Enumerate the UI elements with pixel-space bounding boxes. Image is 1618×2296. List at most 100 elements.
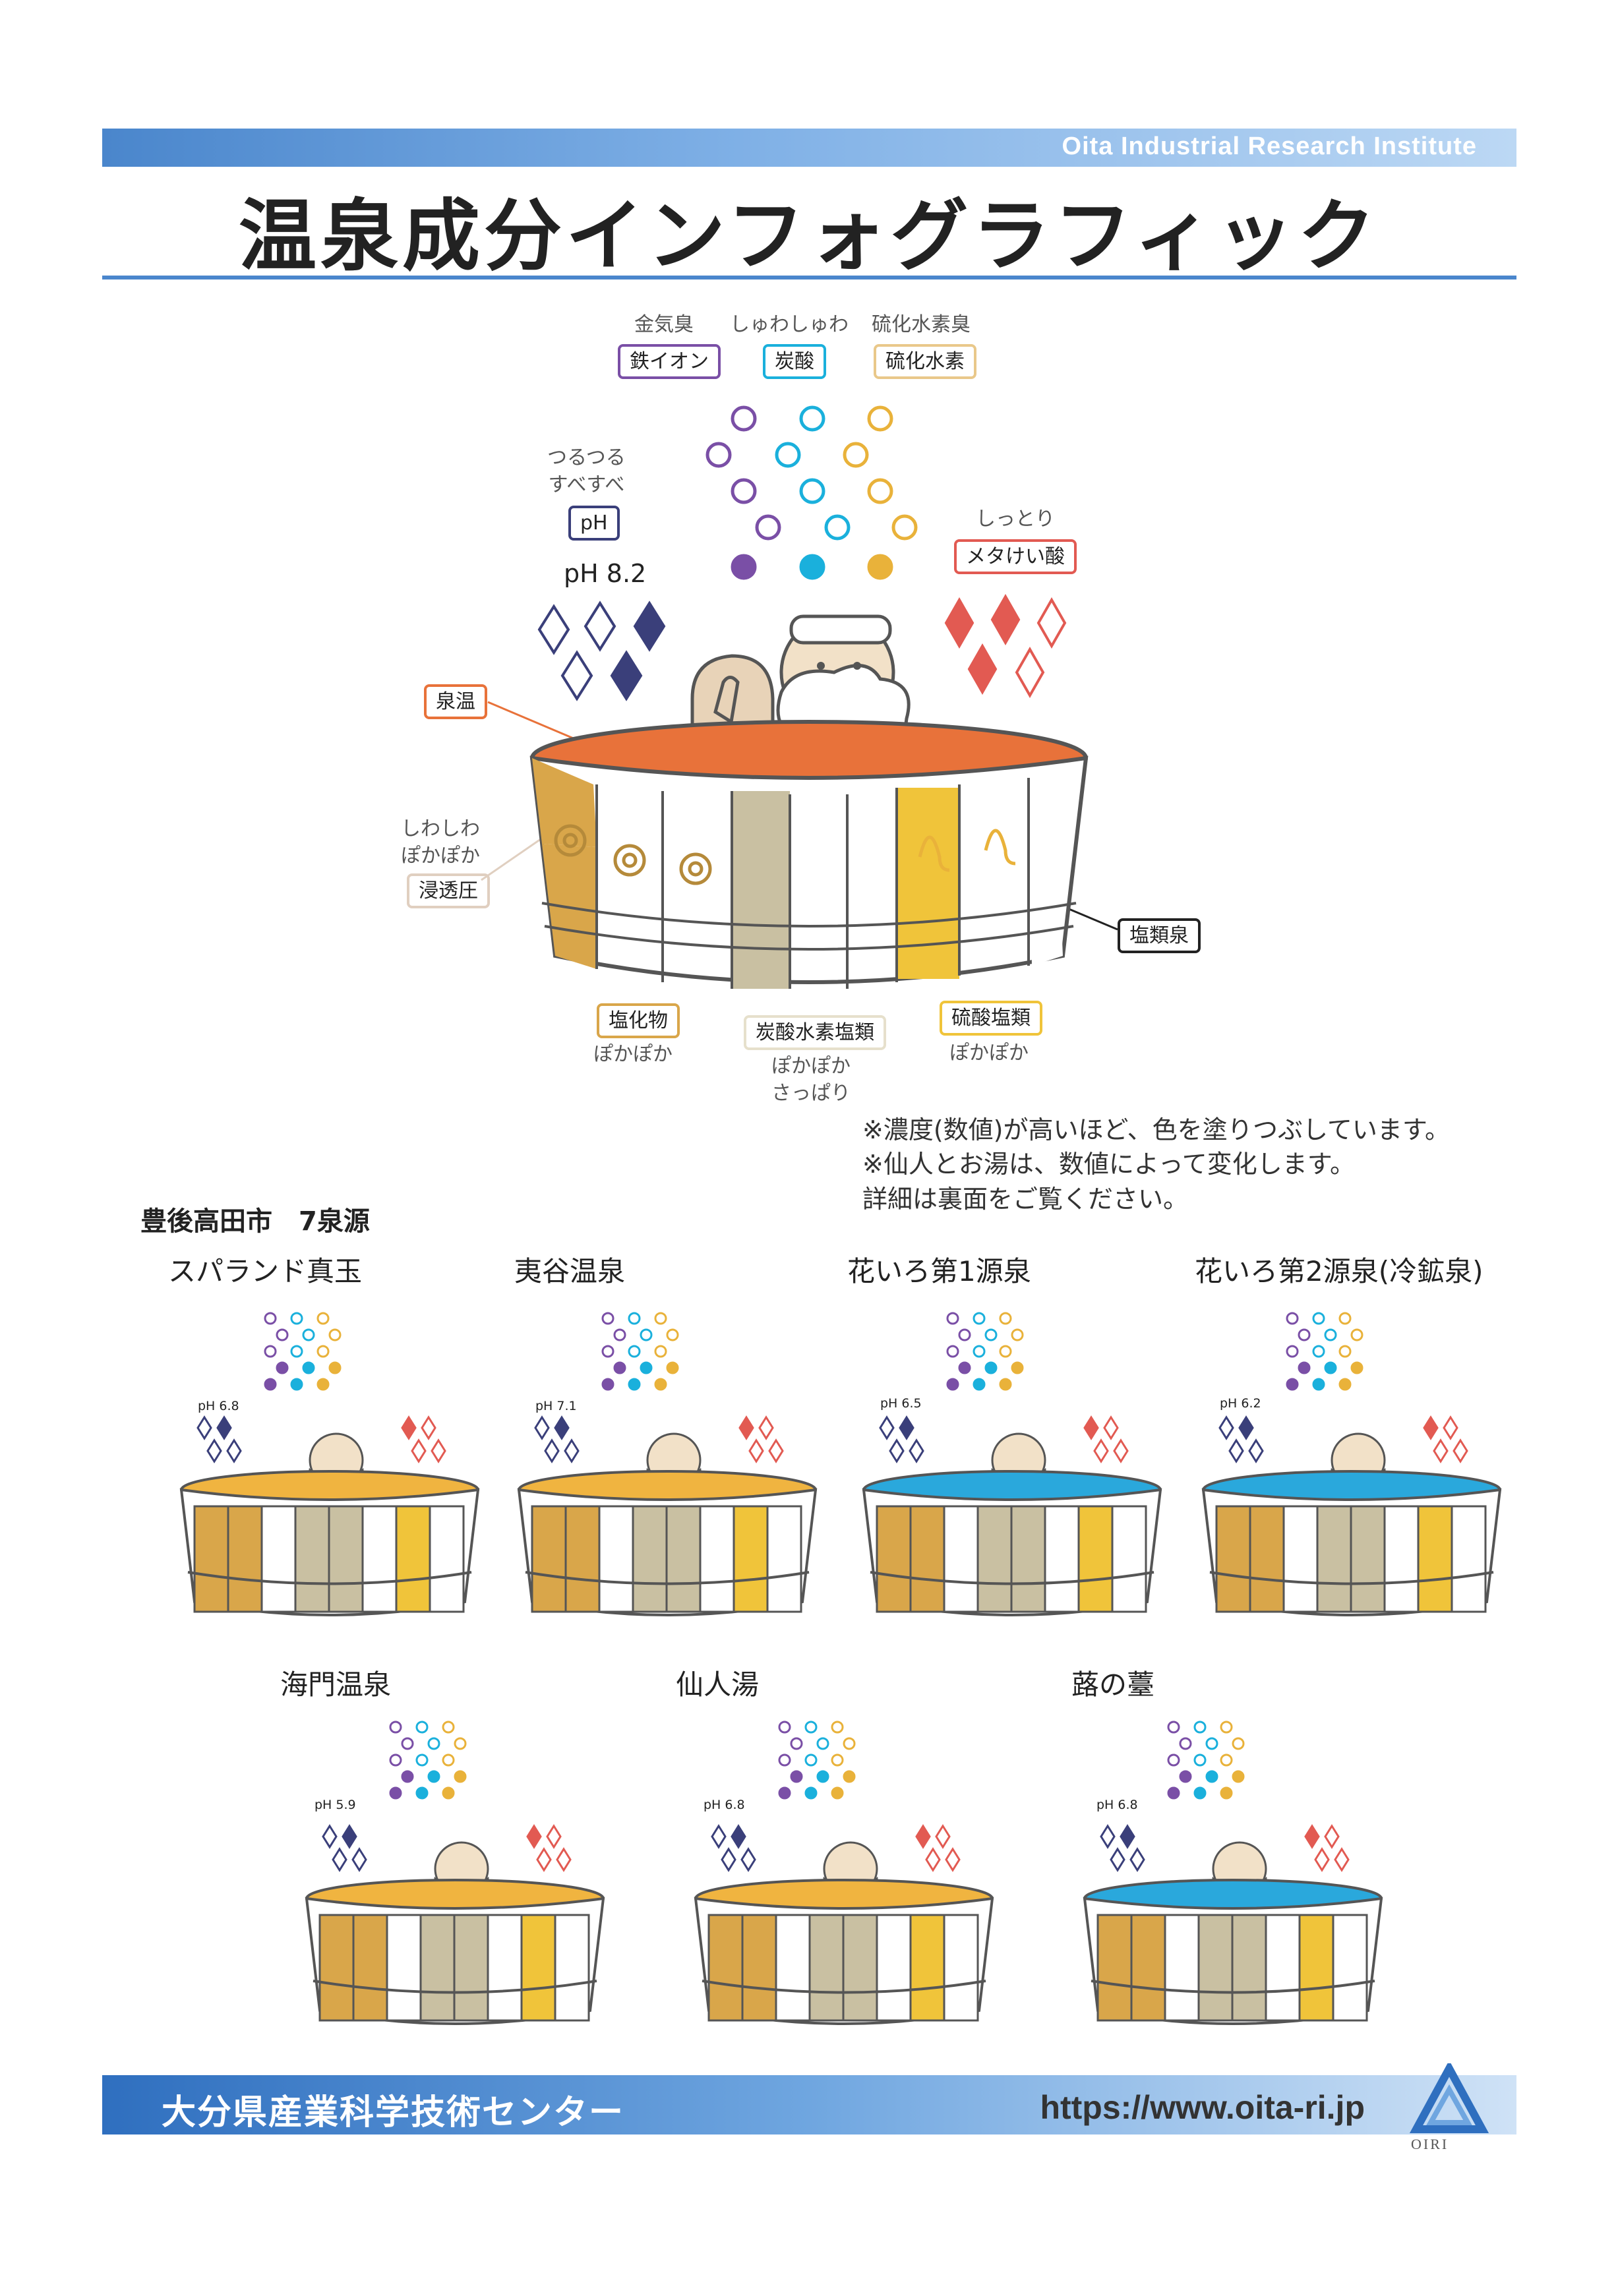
tub	[529, 720, 1089, 989]
mini-bubble	[1312, 1312, 1325, 1325]
mini-bubble	[415, 1721, 429, 1734]
mini-tub-stave	[1332, 1914, 1368, 2022]
spring-illustration-1	[179, 1312, 480, 1616]
mini-bubble	[778, 1721, 791, 1734]
mini-bubble	[973, 1345, 986, 1358]
mini-bubble	[1220, 1786, 1233, 1800]
mini-bubble	[654, 1312, 667, 1325]
mini-bubble	[1167, 1721, 1180, 1734]
mini-tub-stave	[943, 1505, 979, 1613]
mini-ph-diamond	[342, 1824, 357, 1849]
mini-ph-diamond	[1228, 1438, 1244, 1463]
sulfur-tag: 硫化水素	[874, 344, 976, 379]
mini-tub-stave	[632, 1505, 668, 1613]
mini-bubble	[401, 1770, 414, 1783]
ph-tag: pH	[568, 506, 620, 541]
mini-bubble	[666, 1328, 679, 1341]
mini-bubble	[264, 1312, 277, 1325]
mini-bubble	[946, 1345, 959, 1358]
mini-metasilicic-diamond	[1083, 1415, 1099, 1440]
mini-metasilicic-diamond	[411, 1438, 427, 1463]
mini-bubble	[276, 1328, 289, 1341]
spring-illustration-7	[1083, 1721, 1383, 2025]
header-band: Oita Industrial Research Institute	[102, 129, 1516, 167]
mini-ph-diamond	[899, 1415, 914, 1440]
mini-ph-diamond	[740, 1847, 756, 1872]
logo-text: OIRI	[1411, 2136, 1449, 2152]
ph-caption-line2: すべすべ	[548, 473, 625, 496]
mini-metasilicic-diamond	[1314, 1847, 1330, 1872]
mini-bubble	[264, 1378, 277, 1391]
mini-bubble	[999, 1378, 1012, 1391]
mini-metasilicic-diamond	[1334, 1847, 1350, 1872]
mini-bubble	[1167, 1786, 1180, 1800]
mini-tub-stave	[876, 1914, 912, 2022]
spring-illustration-6	[694, 1721, 994, 2025]
mini-metasilicic-diamond	[401, 1415, 417, 1440]
mini-tub-stave	[1350, 1505, 1386, 1613]
mini-bubble	[628, 1378, 641, 1391]
mini-tub-stave	[1231, 1914, 1267, 2022]
chloride-tag: 塩化物	[597, 1003, 680, 1038]
mini-bubble	[958, 1328, 971, 1341]
mini-bubble	[1232, 1770, 1245, 1783]
mini-tub-stave	[487, 1914, 523, 2022]
mini-tub-hoop	[313, 1980, 597, 1994]
mini-tub-stave	[741, 1914, 777, 2022]
mini-ph-diamond	[879, 1415, 895, 1440]
note-1: ※濃度(数値)が高いほど、色を塗りつぶしています。	[862, 1115, 1451, 1144]
mini-tub-hoop	[1209, 1571, 1494, 1585]
mini-metasilicic-diamond	[1433, 1438, 1449, 1463]
mini-metasilicic-diamond	[1304, 1824, 1320, 1849]
mini-bubble	[778, 1753, 791, 1767]
ph-diamonds	[537, 601, 666, 701]
osmotic-caption-line1: しわしわ	[401, 817, 480, 840]
mini-tub-stave	[1282, 1505, 1319, 1613]
mini-bubble	[1286, 1312, 1299, 1325]
mini-tub-hoop	[702, 1980, 986, 1994]
mini-bubble	[601, 1378, 614, 1391]
spring-name-7: 蕗の薹	[1071, 1668, 1155, 1701]
mini-bubble	[1338, 1345, 1352, 1358]
mini-bubble	[999, 1345, 1012, 1358]
spring-name-6: 仙人湯	[676, 1668, 760, 1701]
mini-ph-diamond	[909, 1438, 924, 1463]
mini-bubble	[328, 1361, 342, 1374]
mini-bubble	[264, 1345, 277, 1358]
mini-tub-hoop	[1091, 1980, 1375, 1994]
mini-ph-diamond	[1248, 1438, 1264, 1463]
mini-bubble	[984, 1361, 998, 1374]
mini-ph-diamond	[544, 1438, 560, 1463]
mini-tub-stave	[419, 1914, 456, 2022]
chloride-caption: ぽかぽか	[593, 1043, 673, 1066]
title-divider	[102, 276, 1516, 280]
mini-tub-stave	[1417, 1505, 1453, 1613]
mini-ph-diamond	[534, 1415, 550, 1440]
mini-tub-stave	[665, 1505, 702, 1613]
mini-bubble	[389, 1786, 402, 1800]
mini-tub-stave	[395, 1505, 431, 1613]
mini-metasilicic-diamond	[431, 1438, 446, 1463]
mini-tub-stave	[564, 1505, 601, 1613]
footer-url-link[interactable]: https://www.oita-ri.jp	[1040, 2089, 1365, 2126]
ph-caption-line1: つるつる	[547, 446, 626, 469]
mini-tub-stave	[699, 1505, 735, 1613]
mini-tub-stave	[775, 1914, 811, 2022]
mini-bubble	[654, 1345, 667, 1358]
mini-bubble	[401, 1737, 414, 1750]
mini-tub-stave	[1316, 1505, 1352, 1613]
mini-bubble	[1205, 1770, 1218, 1783]
osmotic-caption-line2: ぽかぽか	[401, 844, 480, 868]
mini-ph-diamond	[216, 1415, 232, 1440]
mini-ph-diamond	[1120, 1824, 1135, 1849]
mini-ph-diamond	[206, 1438, 222, 1463]
mini-tub-stave	[808, 1914, 845, 2022]
mini-tub-hoop	[187, 1571, 472, 1585]
mini-bubble	[302, 1328, 315, 1341]
spring-name-5: 海門温泉	[280, 1668, 392, 1701]
mini-bubble	[290, 1312, 303, 1325]
mini-bubble	[276, 1361, 289, 1374]
mini-bubble	[628, 1312, 641, 1325]
spring-name-2: 夷谷温泉	[514, 1255, 626, 1287]
mini-bubble	[640, 1328, 653, 1341]
